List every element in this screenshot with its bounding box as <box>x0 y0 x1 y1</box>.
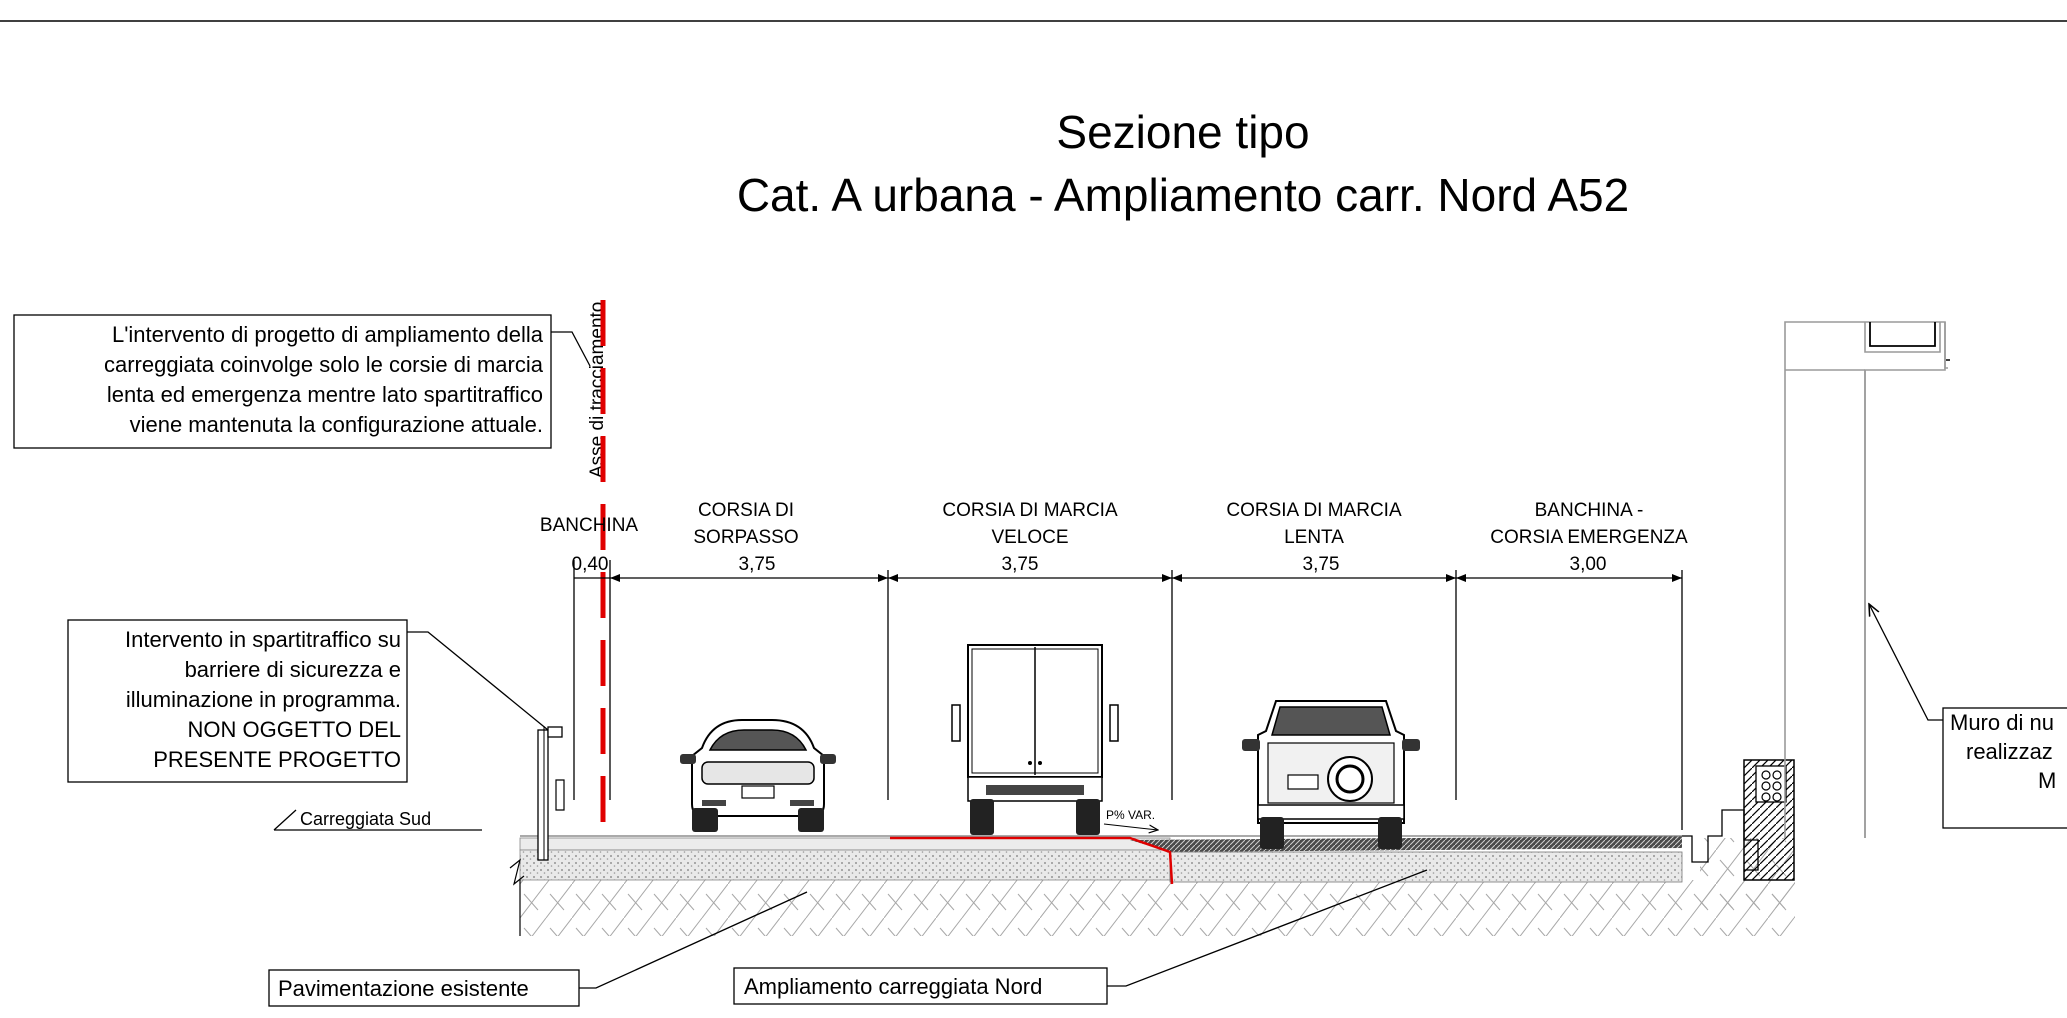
barrier-rail <box>555 779 565 811</box>
note-box <box>13 314 552 449</box>
subgrade-soil <box>520 880 1795 936</box>
title-line-1: Sezione tipo <box>1056 106 1309 158</box>
lane-labels: BANCHINA CORSIA DI SORPASSO CORSIA DI MA… <box>540 500 1688 548</box>
note-line: Intervento in spartitraffico su <box>125 627 401 652</box>
note-line: PRESENTE PROGETTO <box>153 747 401 772</box>
lane-label-emergenza: BANCHINA - <box>1535 500 1644 521</box>
note-muro: Muro di nu realizzaz M <box>1869 604 2067 829</box>
pavimentazione-label: Pavimentazione esistente <box>278 976 529 1001</box>
dimension-line: 0,40 3,75 3,75 3,75 3,00 <box>572 554 1683 830</box>
note-box <box>733 967 1108 1005</box>
leader-line <box>551 331 591 367</box>
barrier-post <box>537 729 549 861</box>
slope-arrow <box>1103 823 1158 830</box>
leader-line <box>579 891 808 989</box>
note-line: NON OGGETTO DEL <box>187 717 401 742</box>
note-box <box>268 969 580 1007</box>
note-box <box>67 619 408 783</box>
note-box <box>1942 707 2067 829</box>
dimension-value: 3,00 <box>1570 554 1607 575</box>
marker-slash <box>273 809 297 831</box>
lane-label-sorpasso: CORSIA DI <box>698 500 794 521</box>
note-ampliamento: Ampliamento carreggiata Nord <box>733 869 1428 1005</box>
note-line: realizzaz <box>1966 739 2053 764</box>
median-barrier <box>537 726 565 861</box>
barrier-head <box>547 726 563 738</box>
parapet-inner <box>1869 322 1936 347</box>
note-line: M <box>2038 768 2056 793</box>
parapet <box>1864 322 1941 353</box>
lane-label-lenta: CORSIA DI MARCIA <box>1226 500 1402 521</box>
note-line: lenta ed emergenza mentre lato spartitra… <box>107 382 543 407</box>
suv-rear-view <box>1242 700 1420 849</box>
note-line: illuminazione in programma. <box>126 687 401 712</box>
note-line: L'intervento di progetto di ampliamento … <box>112 322 544 347</box>
leader-line <box>407 631 549 731</box>
note-line: carreggiata coinvolge solo le corsie di … <box>104 352 544 377</box>
ampliamento-label: Ampliamento carreggiata Nord <box>744 974 1042 999</box>
lane-label-banchina: BANCHINA <box>540 515 639 536</box>
carreggiata-sud-label: Carreggiata Sud <box>300 809 431 829</box>
leader-line <box>1107 869 1428 987</box>
widening-cut-line <box>890 836 1174 885</box>
new-base-layer <box>1169 851 1683 883</box>
note-line: Muro di nu <box>1950 710 2054 735</box>
note-line: viene mantenuta la configurazione attual… <box>130 412 543 437</box>
dimension-value: 0,40 <box>572 554 609 575</box>
existing-surface-layer <box>519 837 1171 851</box>
lane-label-emergenza: CORSIA EMERGENZA <box>1490 527 1688 548</box>
note-line: barriere di sicurezza e <box>185 657 401 682</box>
lane-label-veloce: VELOCE <box>991 527 1068 548</box>
truck-rear-view <box>951 644 1119 835</box>
new-surface-layer <box>1130 836 1682 852</box>
note-spartitraffico: Intervento in spartitraffico su barriere… <box>67 619 549 783</box>
pavement-section <box>509 835 1795 936</box>
note-pavimentazione: Pavimentazione esistente <box>268 891 808 1007</box>
new-wall-structure <box>1784 321 1950 838</box>
lane-label-sorpasso: SORPASSO <box>693 527 798 548</box>
dimension-value: 3,75 <box>1303 554 1340 575</box>
existing-base-layer <box>519 849 1171 881</box>
title-line-2: Cat. A urbana - Ampliamento carr. Nord A… <box>737 169 1629 221</box>
carreggiata-sud-marker: Carreggiata Sud <box>273 809 482 831</box>
slope-annotation: P% VAR. <box>1103 808 1158 830</box>
dimension-arrows <box>610 574 1682 582</box>
lane-label-veloce: CORSIA DI MARCIA <box>942 500 1118 521</box>
car-rear-view <box>680 719 836 832</box>
break-symbol <box>509 858 525 886</box>
parapet <box>1944 322 1948 369</box>
leader-line <box>1869 604 1943 721</box>
note-intervento-progetto: L'intervento di progetto di ampliamento … <box>13 314 591 449</box>
lane-label-lenta: LENTA <box>1284 527 1344 548</box>
slope-label: P% VAR. <box>1106 808 1155 822</box>
dimension-value: 3,75 <box>739 554 776 575</box>
dimension-value: 3,75 <box>1002 554 1039 575</box>
